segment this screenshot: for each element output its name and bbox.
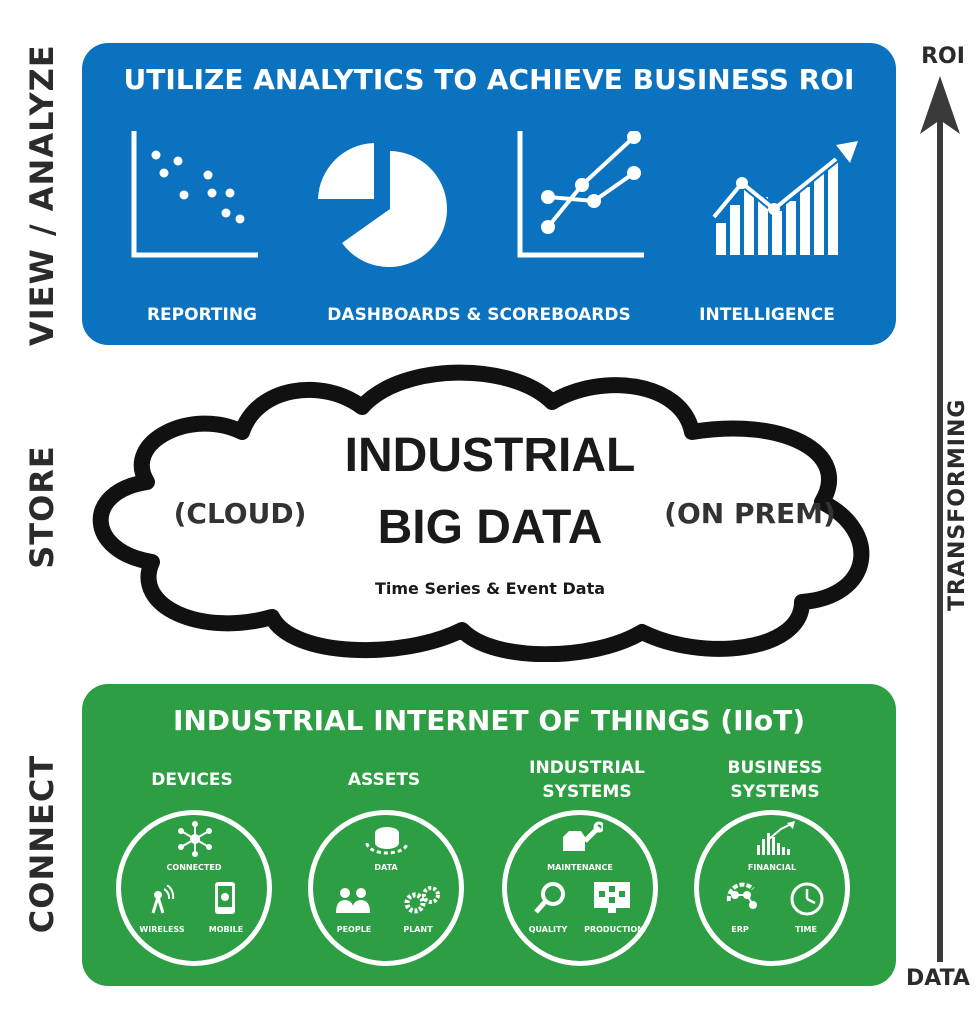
data-storage-icon — [365, 827, 409, 855]
time-series-label: Time Series & Event Data — [374, 579, 606, 598]
clock-icon — [790, 882, 824, 916]
big-data-line1: INDUSTRIAL — [344, 429, 636, 482]
business-systems-heading-2: SYSTEMS — [730, 782, 820, 802]
wireless-label: WIRELESS — [139, 925, 185, 934]
connect-panel: INDUSTRIAL INTERNET OF THINGS (IIoT) DEV… — [82, 684, 896, 986]
data-label: DATA — [906, 966, 970, 991]
bar-trend-chart-icon — [712, 141, 858, 255]
view-analyze-label: VIEW / ANALYZE — [23, 44, 61, 346]
analyze-title: UTILIZE ANALYTICS TO ACHIEVE BUSINESS RO… — [123, 63, 855, 96]
dashboards-label: DASHBOARDS & SCOREBOARDS — [327, 305, 631, 325]
industrial-systems-heading-2: SYSTEMS — [542, 782, 632, 802]
line-chart-icon — [517, 131, 644, 258]
financial-label: FINANCIAL — [747, 863, 797, 872]
connected-label: CONNECTED — [166, 863, 222, 872]
mobile-phone-icon — [215, 882, 235, 914]
devices-circle: CONNECTED WIRELESS MOBILE — [116, 810, 272, 966]
connect-label: CONNECT — [23, 754, 61, 934]
intelligence-label: INTELLIGENCE — [699, 305, 835, 325]
financial-trend-icon — [757, 821, 795, 855]
people-label: PEOPLE — [336, 925, 372, 934]
roi-label: ROI — [921, 44, 965, 69]
magnifier-icon — [534, 882, 565, 914]
cloud-shape — [92, 364, 870, 662]
production-label: PRODUCTION — [584, 925, 644, 934]
assets-circle: DATA PEOPLE PLANT — [308, 810, 464, 966]
pie-chart-icon — [318, 143, 447, 267]
business-systems-heading-1: BUSINESS — [727, 758, 823, 778]
gears-icon — [404, 886, 440, 914]
wrench-hand-icon — [563, 821, 603, 851]
reporting-label: REPORTING — [146, 305, 258, 325]
cloud-label: (CLOUD) — [173, 497, 307, 530]
on-prem-label: (ON PREM) — [664, 497, 836, 530]
transforming-label: TRANSFORMING — [945, 398, 970, 611]
assets-heading: ASSETS — [347, 770, 421, 790]
wireless-tower-icon — [151, 885, 175, 914]
industrial-systems-circle: MAINTENANCE QUALITY PRODUCTION — [502, 810, 658, 966]
scatter-chart-icon — [131, 131, 258, 258]
time-label: TIME — [795, 925, 817, 934]
people-icon — [336, 888, 370, 913]
data-label-asset: DATA — [374, 863, 398, 872]
analyze-panel: UTILIZE ANALYTICS TO ACHIEVE BUSINESS RO… — [82, 43, 896, 345]
transform-arrow — [920, 76, 960, 962]
erp-label: ERP — [731, 925, 749, 934]
devices-heading: DEVICES — [151, 770, 233, 790]
plant-label: PLANT — [403, 925, 433, 934]
business-systems-circle: FINANCIAL ERP TIME — [694, 810, 850, 966]
quality-label: QUALITY — [528, 925, 568, 934]
big-data-line2: BIG DATA — [377, 501, 603, 554]
store-label: STORE — [23, 445, 61, 569]
mobile-label: MOBILE — [208, 925, 244, 934]
network-icon — [178, 821, 212, 857]
maintenance-label: MAINTENANCE — [547, 863, 613, 872]
flowchart-monitor-icon — [594, 882, 630, 913]
erp-cycle-icon — [726, 882, 757, 909]
industrial-systems-heading-1: INDUSTRIAL — [529, 758, 645, 778]
connect-title: INDUSTRIAL INTERNET OF THINGS (IIoT) — [172, 704, 806, 737]
